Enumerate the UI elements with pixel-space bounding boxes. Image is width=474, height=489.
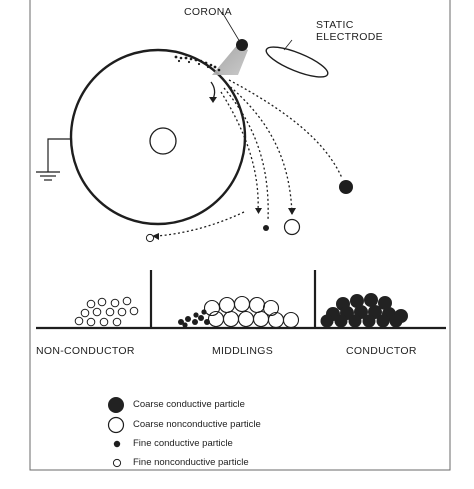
- legend-marker-coarse-nonconductive: [107, 416, 125, 434]
- grounded-drum: [69, 48, 247, 226]
- legend-label-coarse-conductive: Coarse conductive particle: [133, 399, 245, 410]
- static-electrode-ring: [265, 46, 329, 78]
- drum-outer-circle: [69, 48, 247, 226]
- feed-particles: [174, 55, 221, 72]
- trajectory-mixed: [220, 91, 259, 213]
- legend-marker-fine-conductive: [113, 440, 121, 448]
- static-electrode-label-line2: ELECTRODE: [316, 31, 383, 43]
- trajectory-fine-conductive: [223, 87, 269, 221]
- rotation-arrow: [210, 81, 216, 100]
- corona-wire: [236, 39, 248, 51]
- trajectory-coarse-conductive: [228, 79, 343, 179]
- static-electrode-label-line1: STATIC: [316, 19, 354, 31]
- ground-symbol: [36, 138, 71, 181]
- trajectory-fine-nonconductive: [156, 211, 245, 237]
- falling-fine-nonconductive: [145, 233, 155, 243]
- drum-axle: [149, 127, 177, 155]
- falling-coarse-conductive: [339, 180, 353, 194]
- legend-marker-coarse-conductive: [108, 397, 124, 413]
- collection-bins: [36, 270, 446, 330]
- trajectory-ends: [145, 180, 353, 243]
- corona-label: CORONA: [184, 6, 232, 18]
- bin-label-non-conductor: NON-CONDUCTOR: [36, 345, 135, 357]
- static-electrode: [265, 39, 329, 78]
- legend-markers: [107, 397, 125, 468]
- bin-label-conductor: CONDUCTOR: [346, 345, 417, 357]
- legend-label-fine-nonconductive: Fine nonconductive particle: [133, 457, 249, 468]
- falling-coarse-nonconductive: [283, 218, 301, 236]
- rotation-arrow-head: [209, 97, 217, 103]
- corona-leader-line: [221, 11, 241, 43]
- particle-trajectories: [156, 79, 343, 237]
- middlings-pile: [178, 295, 300, 329]
- frame-border: [29, 0, 451, 471]
- non-conductor-pile: [74, 296, 139, 327]
- legend-label-coarse-nonconductive: Coarse nonconductive particle: [133, 419, 261, 430]
- legend-marker-fine-nonconductive: [112, 458, 122, 468]
- bin-label-middlings: MIDDLINGS: [212, 345, 274, 357]
- trajectory-coarse-nonconductive: [226, 83, 293, 215]
- legend-label-fine-conductive: Fine conductive particle: [133, 438, 233, 449]
- corona-discharge: [212, 44, 248, 75]
- falling-fine-conductive: [263, 225, 269, 231]
- conductor-pile: [320, 293, 408, 328]
- corona-electrode: [212, 11, 248, 75]
